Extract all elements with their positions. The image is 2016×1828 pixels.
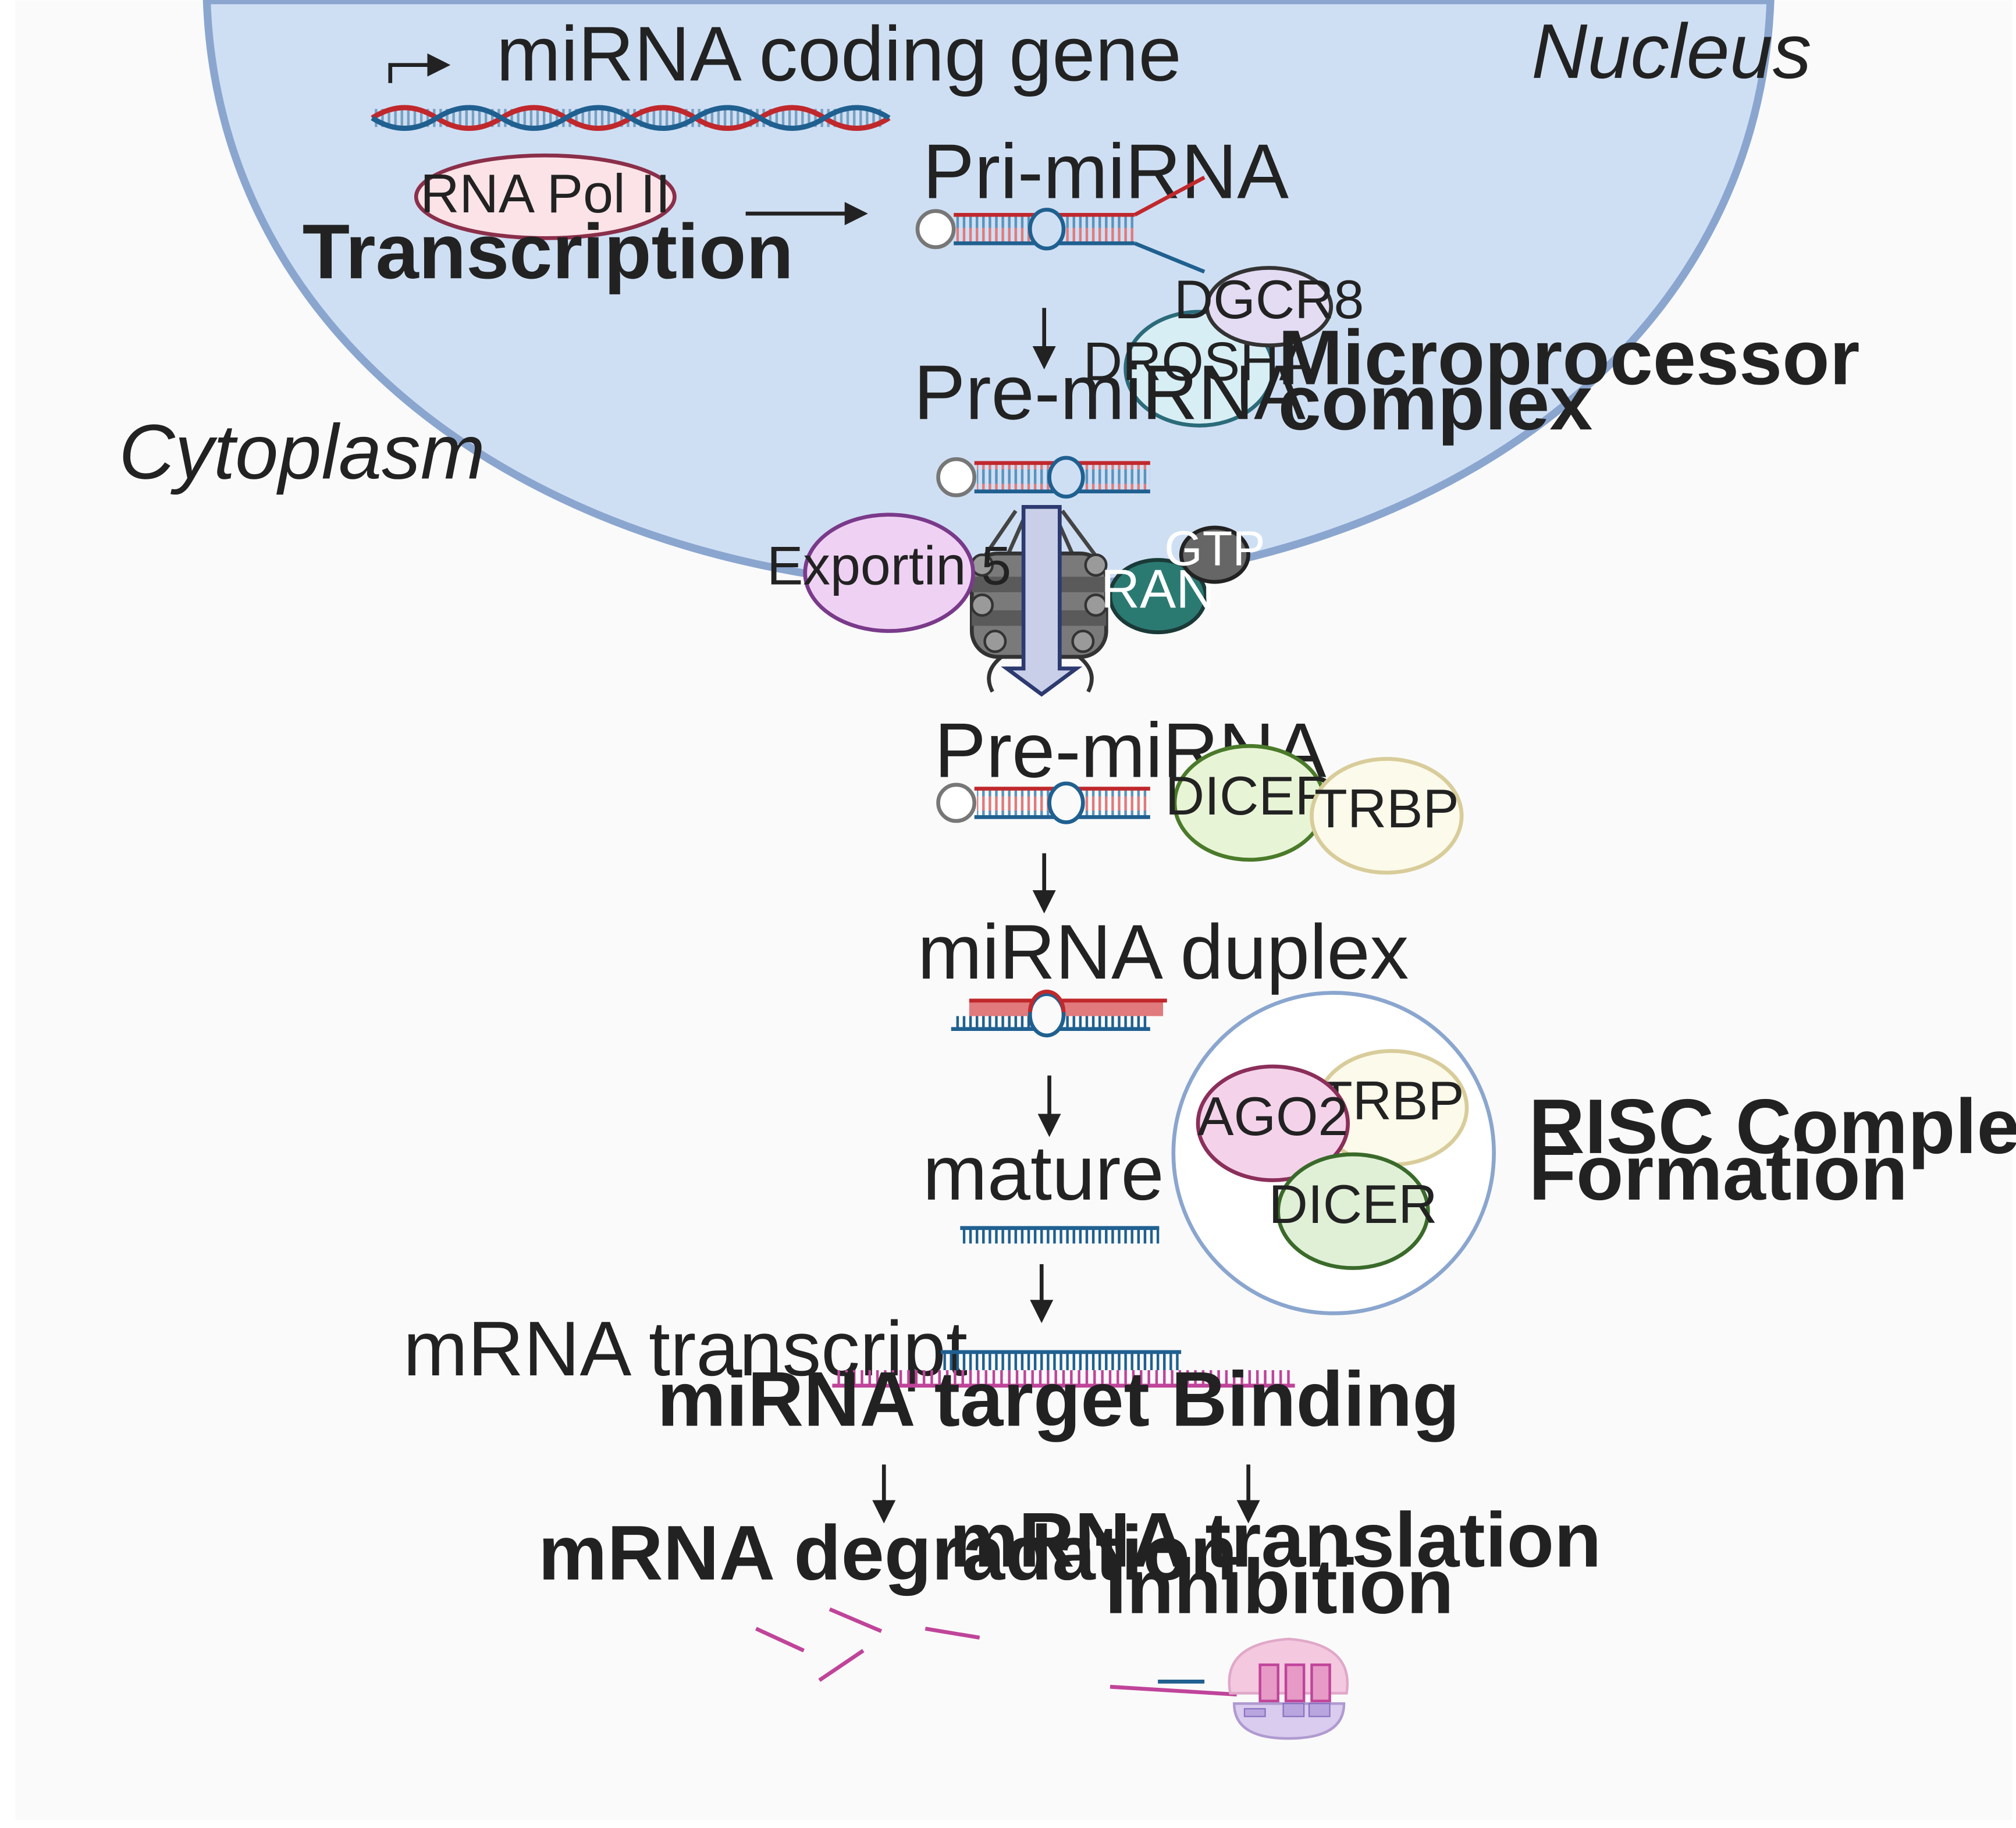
dicer-label-2: DICER: [1268, 1174, 1437, 1235]
pre-mirna-nuclear-label: Pre-miRNA: [913, 349, 1306, 436]
target-binding-label: miRNA target Binding: [657, 1356, 1459, 1443]
rna-pol-ii-ellipse: [414, 153, 677, 240]
pre-mirna-nuclear-hairpin: [936, 456, 1150, 499]
ribosome-icon: [1110, 1637, 1349, 1740]
microprocessor-label-2: complex: [1278, 360, 1593, 446]
microprocessor-label-1: Microprocessor: [1278, 314, 1860, 401]
dgcr8-ellipse: [1205, 266, 1334, 348]
exportin5-ellipse: [803, 513, 975, 633]
gtp-label: GTP: [1164, 521, 1265, 575]
trbp-label-1: TRBP: [1314, 778, 1459, 839]
rna-pol-ii-label: RNA Pol II: [420, 163, 670, 224]
nucleus-label: Nucleus: [1531, 8, 1811, 95]
export-arrow: [1001, 505, 1083, 697]
pre-mirna-cyto-hairpin: [936, 781, 1150, 824]
mirna-target-complex: [832, 1350, 1295, 1388]
risc-label-1: RISC Complex: [1529, 1083, 2016, 1170]
dicer-ellipse-2: [1276, 1152, 1430, 1270]
dicer-label-1: DICER: [1165, 766, 1334, 826]
cytoplasm-label: Cytoplasm: [119, 408, 485, 495]
ago2-ellipse: [1196, 1064, 1350, 1182]
ran-ellipse: [1108, 558, 1208, 635]
transcription-label: Transcription: [303, 208, 794, 295]
coding-gene-label: miRNA coding gene: [496, 10, 1182, 97]
gtp-ellipse: [1179, 525, 1250, 584]
inhibition-label-1: mRNA translation: [950, 1497, 1601, 1584]
ago2-label: AGO2: [1197, 1086, 1348, 1147]
exportin5-label: Exportin 5: [767, 536, 1011, 596]
pri-mirna-hairpin: [915, 176, 1206, 274]
mature-mirna-strand: [960, 1226, 1160, 1244]
trbp-ellipse-1: [1310, 757, 1464, 875]
pri-mirna-label: Pri-miRNA: [923, 128, 1289, 215]
mirna-duplex-label: miRNA duplex: [918, 909, 1409, 995]
inhibition-label-2: Inhibition: [1105, 1544, 1453, 1630]
dgcr8-label: DGCR8: [1174, 269, 1364, 330]
risc-label-2: Formation: [1529, 1130, 1908, 1217]
degradation-label: mRNA degradation: [538, 1510, 1238, 1596]
mirna-duplex-shape: [951, 990, 1167, 1038]
promoter-arrow-icon: [388, 53, 451, 83]
dna-helix-icon: [371, 105, 891, 131]
degraded-mrna-fragments: [755, 1607, 980, 1682]
